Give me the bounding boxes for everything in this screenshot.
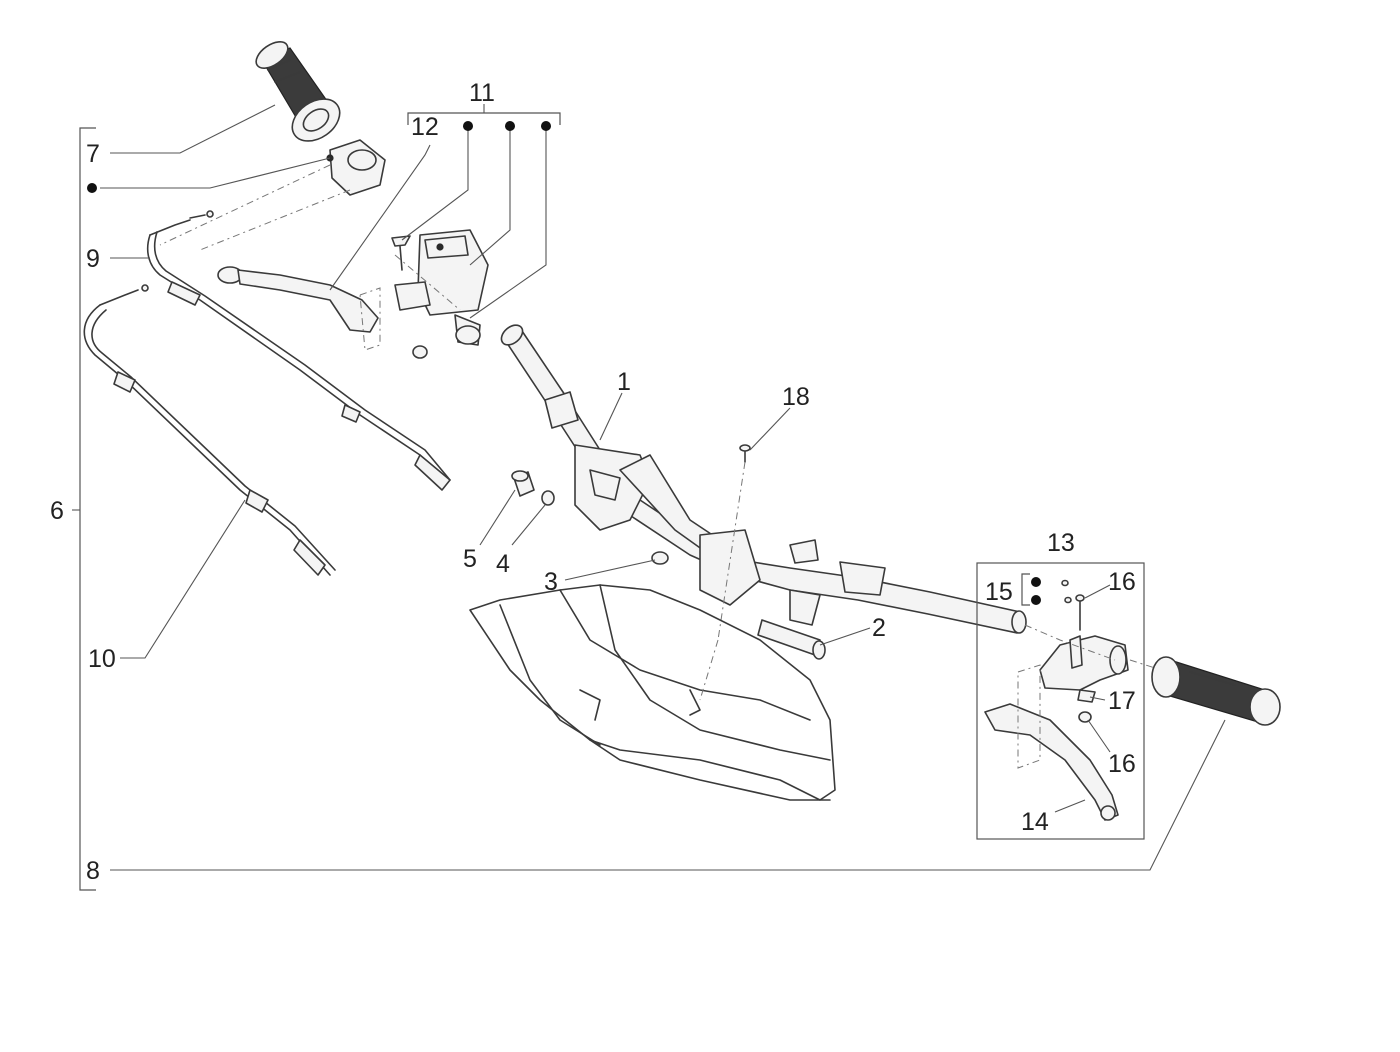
throttle-cable-9 [146,210,451,491]
callout-18: 18 [782,383,810,411]
callout-5: 5 [463,545,477,573]
handlebar-frame [500,324,1027,634]
marker-dot [505,121,515,131]
callout-6: 6 [50,497,64,525]
callout-4: 4 [496,550,510,578]
callout-9: 9 [86,245,100,273]
right-grip-8 [1129,656,1281,726]
washer-3 [651,551,669,565]
marker-dot [1031,595,1041,605]
callout-11: 11 [469,79,495,107]
marker-dot [87,183,97,193]
callout-7: 7 [86,140,100,168]
callout-16-lower: 16 [1108,750,1136,778]
group-bracket-6 [79,127,96,891]
marker-dot [463,121,473,131]
right-lever-assembly [984,579,1129,821]
master-cylinder-11 [391,229,489,359]
callout-8: 8 [86,857,100,885]
washer-4 [541,490,555,506]
left-grip-7 [255,41,341,142]
callout-13: 13 [1047,529,1075,557]
callout-15: 15 [985,578,1013,606]
group-bracket-15 [1021,573,1030,606]
spacer-5 [511,470,535,497]
bolt-2 [757,619,826,660]
callout-14: 14 [1021,808,1049,836]
callout-10: 10 [88,645,116,673]
leader-lines [100,104,1226,871]
callout-16-upper: 16 [1108,568,1136,596]
bullet-markers [87,121,1041,605]
callout-labels: 1 2 3 4 5 6 7 8 9 10 11 12 13 14 15 16 1… [50,79,1136,885]
left-brake-lever-12 [217,266,381,351]
callout-17: 17 [1108,687,1136,715]
screw-18 [717,444,751,641]
body-frame [469,584,836,801]
throttle-housing [159,139,386,251]
marker-dot [1031,577,1041,587]
callout-2: 2 [872,614,886,642]
throttle-cable-10 [83,284,336,576]
assembly-box-13 [976,562,1145,840]
callout-1: 1 [617,368,631,396]
marker-dot [541,121,551,131]
callout-3: 3 [544,568,558,596]
callout-12: 12 [411,113,439,141]
